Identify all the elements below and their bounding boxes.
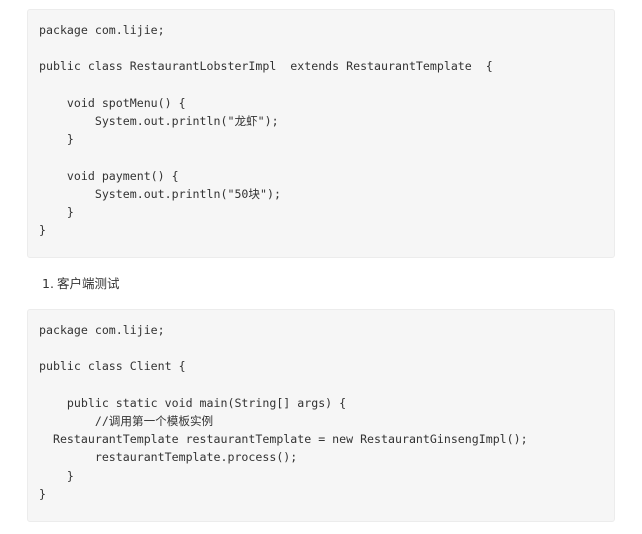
- code-line: RestaurantTemplate restaurantTemplate = …: [39, 432, 528, 447]
- code-line: System.out.println("50块");: [39, 186, 281, 201]
- code-line: public class RestaurantLobsterImpl exten…: [39, 59, 493, 74]
- code-block-restaurant-lobster-impl: package com.lijie; public class Restauran…: [27, 9, 615, 258]
- code-line: public class Client {: [39, 359, 186, 374]
- code-line: [39, 76, 493, 94]
- code-line: package com.lijie;: [39, 23, 165, 37]
- list-item-text: 客户端测试: [56, 276, 120, 291]
- code-line: void spotMenu() {: [39, 95, 186, 110]
- code-content: package com.lijie; public class Restauran…: [39, 21, 493, 239]
- code-line: }: [39, 132, 74, 147]
- code-block-client: package com.lijie;public class Client { …: [27, 309, 615, 522]
- code-line: [39, 376, 528, 394]
- code-line: //调用第一个模板实例: [39, 413, 214, 428]
- code-line: [39, 148, 493, 166]
- list-item-client-test: 1.客户端测试: [42, 275, 119, 293]
- code-line: }: [39, 468, 74, 483]
- code-line: public static void main(String[] args) {: [39, 395, 347, 410]
- code-line: }: [39, 486, 46, 501]
- code-line: void payment() {: [39, 168, 179, 183]
- code-line: }: [39, 204, 74, 219]
- code-line: package com.lijie;: [39, 323, 165, 337]
- code-content: package com.lijie;public class Client { …: [39, 321, 528, 503]
- code-line: restaurantTemplate.process();: [39, 450, 298, 465]
- list-number: 1.: [42, 276, 54, 291]
- code-line: System.out.println("龙虾");: [39, 113, 279, 128]
- code-line: }: [39, 223, 46, 238]
- code-line: [39, 39, 493, 57]
- code-line: [39, 339, 528, 357]
